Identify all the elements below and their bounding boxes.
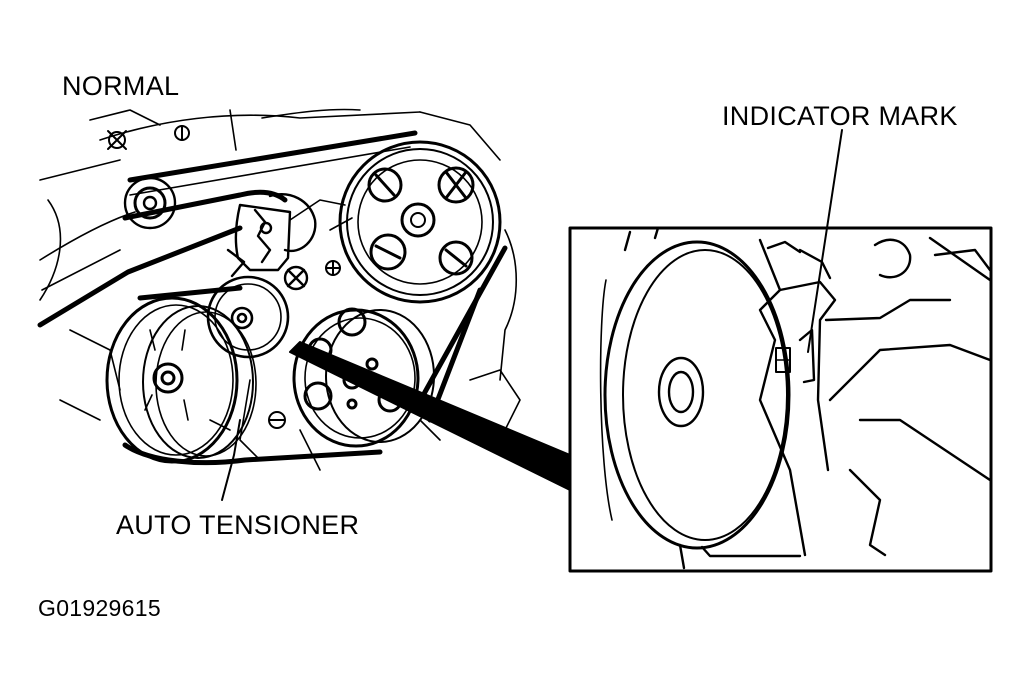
indicator-leader-line <box>807 129 843 353</box>
bolt-top-left <box>107 130 127 150</box>
tensioner-leader-line <box>221 419 241 501</box>
tensioner-bolt <box>283 265 309 291</box>
figure-code: G01929615 <box>38 595 161 621</box>
detail-inset-frame <box>568 226 993 573</box>
detail-inset-content <box>599 226 992 570</box>
bolt-lower <box>268 411 286 429</box>
bolt-mid <box>325 260 341 276</box>
bolt-top-center <box>174 125 190 141</box>
callout-beam <box>289 341 571 491</box>
label-auto-tensioner: AUTO TENSIONER <box>116 510 360 540</box>
ac-compressor-pulley <box>292 307 435 448</box>
tensioner-body <box>226 193 317 278</box>
power-steering-pulley <box>338 140 502 304</box>
label-indicator-mark: INDICATOR MARK <box>722 101 958 131</box>
drive-belt <box>37 130 508 466</box>
idler-pulley-upper <box>123 176 177 230</box>
crankshaft-pulley <box>105 296 257 464</box>
label-normal: NORMAL <box>62 71 180 101</box>
